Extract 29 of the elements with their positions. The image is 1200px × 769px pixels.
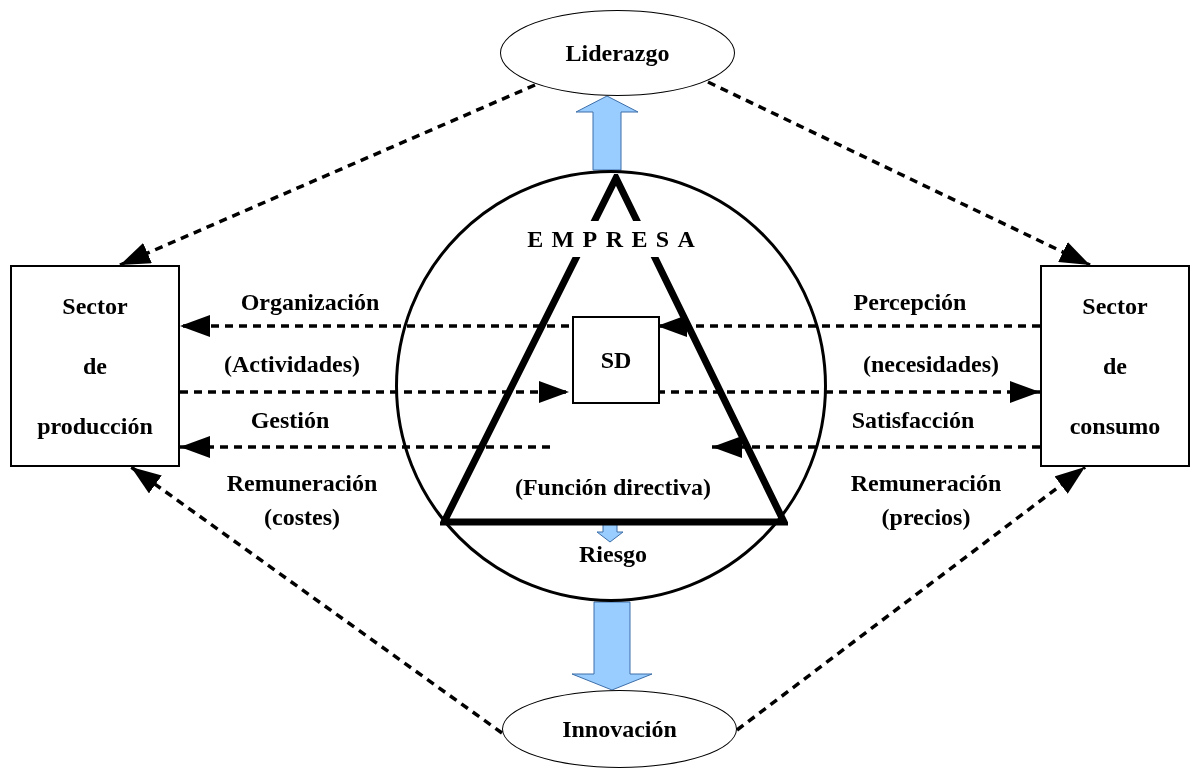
- block-arrow: [575, 95, 639, 171]
- node-label: SD: [600, 346, 632, 375]
- block-arrow: [571, 601, 653, 691]
- arrow: [119, 83, 536, 267]
- block-arrow: [596, 523, 624, 543]
- sd-box: [572, 316, 660, 404]
- flow-label: (necesidades): [863, 350, 999, 379]
- node-label: (Función directiva): [511, 443, 715, 505]
- node-label: Liderazgo: [565, 39, 670, 68]
- arrow: [735, 465, 1087, 732]
- arrow: [707, 80, 1091, 267]
- arrow: [180, 381, 569, 403]
- flow-label: Remuneración (costes): [225, 469, 379, 532]
- arrow: [180, 315, 569, 337]
- node-label: Sector de consumo: [1068, 292, 1162, 441]
- node-label: Riesgo: [563, 544, 663, 572]
- arrow: [130, 465, 503, 735]
- sector-box: [1040, 265, 1190, 467]
- flow-label: Gestión: [250, 406, 330, 435]
- flow-label: Remuneración (precios): [849, 469, 1003, 532]
- node-label: Innovación: [562, 715, 677, 744]
- arrow: [712, 436, 1040, 458]
- arrow: [180, 436, 550, 458]
- flow-label: Satisfacción: [851, 406, 975, 435]
- node-label: Sector de producción: [36, 292, 154, 441]
- sector-box: [10, 265, 180, 467]
- flow-label: Percepción: [853, 288, 967, 317]
- flow-label: (Actividades): [224, 350, 360, 379]
- flow-label: Organización: [240, 288, 380, 317]
